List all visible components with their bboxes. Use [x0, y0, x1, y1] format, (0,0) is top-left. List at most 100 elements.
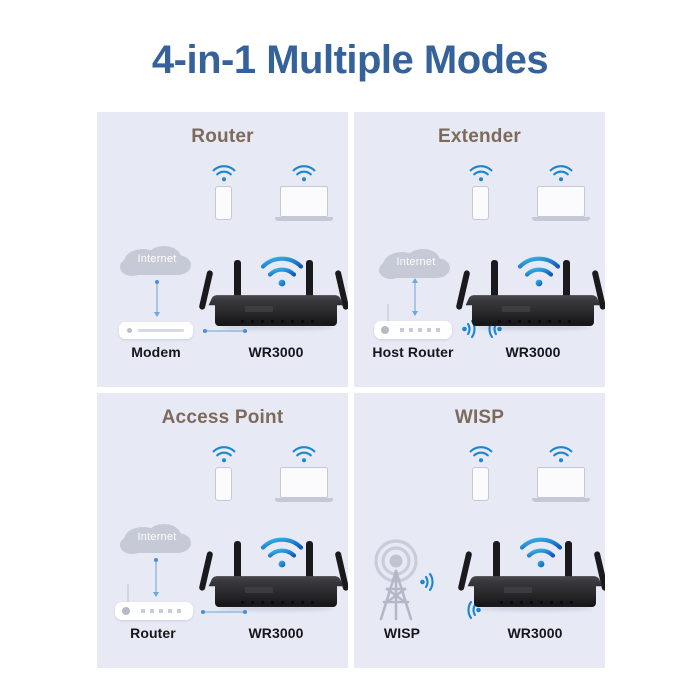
router-led	[122, 607, 130, 615]
source-label-wisp: WISP	[383, 625, 421, 641]
link-dot	[243, 328, 247, 333]
source-label-modem: Modem	[131, 344, 181, 360]
router-logo	[504, 587, 532, 593]
host-router-icon	[374, 321, 452, 339]
antenna	[493, 541, 500, 585]
modem-led	[127, 328, 132, 333]
device-label-wr3000: WR3000	[507, 625, 563, 641]
modem-icon	[119, 322, 193, 339]
cloud-icon	[120, 246, 191, 276]
laptop-client	[274, 164, 333, 221]
wifi-icon	[469, 165, 492, 182]
laptop-base	[531, 498, 590, 502]
panel-access-point[interactable]: Access Point	[97, 393, 348, 668]
smartphone-body	[215, 186, 232, 220]
wifi-icon	[292, 165, 315, 182]
laptop-base	[274, 217, 333, 221]
link-horizontal	[205, 611, 243, 613]
page-title: 4-in-1 Multiple Modes	[151, 38, 549, 82]
panel-extender[interactable]: Extender	[354, 112, 605, 387]
wifi-icon	[292, 446, 315, 463]
router-vents	[241, 601, 315, 604]
link-dot	[155, 280, 159, 284]
router-vents	[498, 320, 572, 323]
smartphone-client	[468, 164, 494, 220]
router-wr3000-icon	[198, 254, 348, 340]
host-router-ports	[400, 328, 442, 332]
source-label-host-router: Host Router	[372, 344, 454, 360]
link-dot	[201, 609, 205, 614]
internet-cloud: Internet	[119, 522, 195, 556]
antenna	[565, 541, 572, 585]
router-ports	[141, 609, 183, 613]
signal-arcs-right-icon	[420, 572, 434, 592]
antenna	[563, 260, 570, 304]
link-arrow-icon	[153, 312, 160, 317]
link-arrow-icon	[411, 311, 418, 316]
internet-cloud: Internet	[119, 244, 195, 278]
wifi-icon	[260, 256, 304, 287]
antenna	[234, 260, 241, 304]
device-label-wr3000: WR3000	[248, 344, 304, 360]
router-wr3000-icon	[455, 254, 605, 340]
wifi-icon	[260, 537, 304, 568]
link-dot	[203, 328, 207, 333]
smartphone-body	[472, 186, 489, 220]
router-logo	[502, 306, 530, 312]
router-shadow	[219, 325, 333, 330]
device-label-wr3000: WR3000	[505, 344, 561, 360]
wifi-icon	[212, 446, 235, 463]
internet-cloud-label: Internet	[396, 256, 436, 268]
modem-bar	[138, 329, 184, 332]
antenna	[234, 541, 241, 585]
link-arrow-icon	[152, 592, 159, 597]
laptop-base	[274, 498, 333, 502]
laptop-client	[274, 445, 333, 502]
router-wr3000-icon	[457, 535, 605, 621]
router-shadow	[478, 606, 592, 611]
internet-cloud: Internet	[378, 247, 454, 281]
router-antenna	[127, 584, 129, 605]
smartphone-client	[211, 164, 237, 220]
wifi-icon	[549, 165, 572, 182]
smartphone-client	[211, 445, 237, 501]
router-shadow	[219, 606, 333, 611]
smartphone-body	[472, 467, 489, 501]
router-vents	[241, 320, 315, 323]
link-dot	[243, 609, 247, 614]
wifi-icon	[519, 537, 563, 568]
cell-tower-icon	[368, 539, 438, 625]
internet-cloud-label: Internet	[137, 253, 177, 265]
router-vents	[500, 601, 574, 604]
antenna	[306, 541, 313, 585]
router-shadow	[476, 325, 590, 330]
laptop-screen	[536, 186, 585, 217]
laptop-screen	[536, 467, 585, 498]
panel-title-access-point: Access Point	[161, 407, 284, 428]
modes-grid: Router	[97, 112, 605, 668]
cell-tower-glyph	[374, 539, 418, 621]
host-router-antenna	[387, 304, 389, 324]
antenna	[491, 260, 498, 304]
panel-title-wisp: WISP	[454, 407, 505, 428]
antenna	[306, 260, 313, 304]
cloud-icon	[120, 524, 191, 554]
link-vertical	[156, 284, 158, 314]
laptop-client	[531, 164, 590, 221]
panel-title-extender: Extender	[438, 126, 521, 147]
panel-wisp[interactable]: WISP	[354, 393, 605, 668]
link-vertical	[414, 283, 416, 313]
laptop-screen	[279, 186, 328, 217]
panel-router[interactable]: Router	[97, 112, 348, 387]
router-wr3000-icon	[198, 535, 348, 621]
router-icon	[115, 602, 193, 620]
source-label-router: Router	[130, 625, 176, 641]
clients-group	[203, 164, 349, 234]
link-horizontal	[207, 330, 243, 332]
wifi-icon	[549, 446, 572, 463]
router-logo	[245, 587, 273, 593]
wifi-icon	[517, 256, 561, 287]
clients-group	[460, 164, 606, 234]
laptop-base	[531, 217, 590, 221]
laptop-client	[531, 445, 590, 502]
